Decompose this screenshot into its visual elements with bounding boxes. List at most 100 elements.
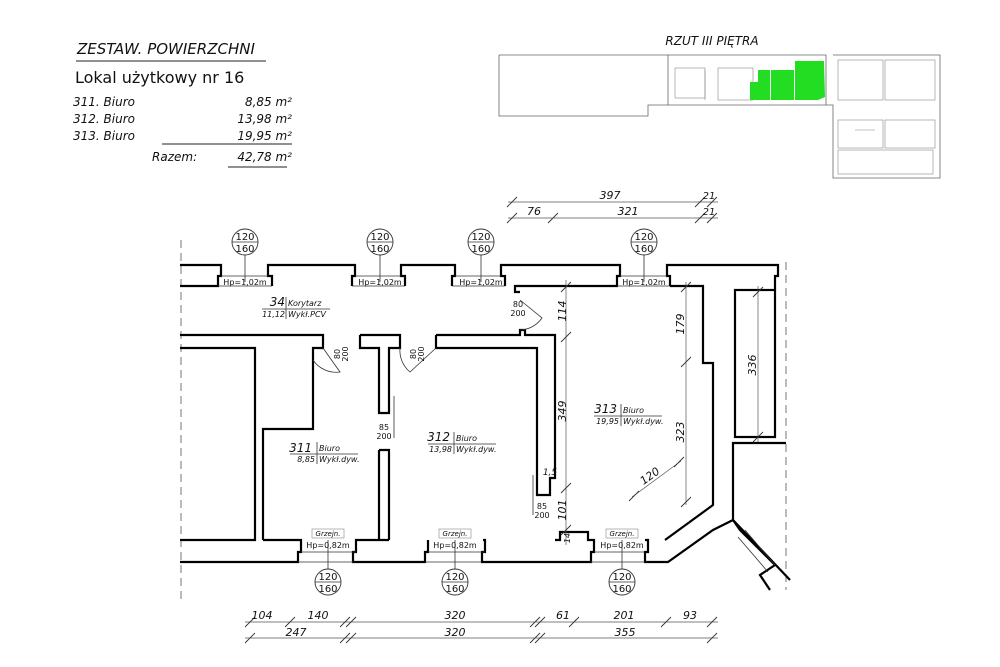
drawing-text: 120 [612, 572, 631, 583]
drawing-text: 313 [594, 402, 617, 416]
drawing-text: Biuro [623, 406, 644, 415]
summary-room-label: 313. Biuro [73, 129, 135, 143]
drawing-text: 160 [318, 584, 337, 595]
dim-tick [673, 456, 685, 468]
radiator-label: Grzejn. [443, 530, 468, 538]
drawing-text: 311 [289, 441, 312, 455]
drawing-text: 34 [270, 295, 285, 309]
drawing-text: 8,85 [297, 455, 315, 464]
dim-label: 320 [445, 626, 466, 639]
drawing-text: 80 [333, 349, 342, 359]
drawing-text: 312 [427, 430, 450, 444]
sill-height: Hp=0,82m [433, 541, 477, 550]
dim-label: 247 [286, 626, 307, 639]
dim-tick [547, 212, 559, 224]
dim-tick [660, 616, 672, 628]
dim-tick [680, 496, 692, 508]
drawing-text: 160 [370, 244, 389, 255]
highlighted-unit [750, 61, 825, 100]
dim-label: 101 [556, 500, 569, 521]
radiator-label: Grzejn. [316, 530, 341, 538]
drawing-text: 80 [409, 349, 418, 359]
dim-label: 14 [563, 533, 572, 543]
dim-label: 397 [600, 189, 621, 202]
total-label: Razem: [152, 150, 197, 164]
sill-height: Hp=1,02m [459, 278, 503, 287]
drawing-text: 200 [534, 511, 549, 520]
summary-room-area: 8,85 m² [245, 95, 292, 109]
dim-tick [752, 286, 764, 298]
dim-tick [534, 616, 546, 628]
dim-tick [694, 196, 706, 208]
window-tags: 120160Hp=1,02m120160Hp=1,02m120160Hp=1,0… [223, 228, 666, 596]
drawing-text: 120 [318, 572, 337, 583]
plan-walls [180, 240, 791, 600]
dim-label: 21 [703, 191, 716, 202]
drawing-text: 120 [445, 572, 464, 583]
summary-room-area: 19,95 m² [237, 129, 292, 143]
dim-tick [694, 212, 706, 224]
dim-tick [706, 196, 718, 208]
dim-tick [706, 616, 718, 628]
sill-height: Hp=1,02m [622, 278, 666, 287]
dim-tick [534, 632, 546, 644]
dim-tick [284, 616, 296, 628]
drawing-text: Biuro [319, 444, 340, 453]
sill-height: Hp=1,02m [358, 278, 402, 287]
key-plan-title: RZUT III PIĘTRA [665, 34, 758, 48]
summary-room-label: 311. Biuro [73, 95, 135, 109]
drawing-text: 200 [510, 309, 525, 318]
unit-title: Lokal użytkowy nr 16 [75, 68, 244, 87]
dim-tick [568, 616, 580, 628]
door-tag: 80 200 [333, 346, 350, 361]
dim-label: 321 [618, 205, 639, 218]
drawing-text: Wykł.dyw. [623, 417, 664, 426]
radiator-label: Grzejn. [610, 530, 635, 538]
drawing-text: 200 [417, 346, 426, 361]
room-label-311: 311 Biuro 8,85 Wykł.dyw. [289, 441, 360, 464]
dim-tick [560, 331, 572, 343]
dim-tick [345, 616, 357, 628]
dim-tick [680, 356, 692, 368]
drawing-text: 200 [376, 432, 391, 441]
dim-tick [560, 524, 572, 536]
drawing-text: Korytarz [288, 299, 322, 308]
dim-label: 320 [445, 609, 466, 622]
dim-label: 1,5 [543, 468, 558, 478]
sill-height: Hp=0,82m [306, 541, 350, 550]
drawing-text: 160 [612, 584, 631, 595]
room-label-312: 312 Biuro 13,98 Wykł.dyw. [427, 430, 497, 454]
door-tags: 80 200 80 200 80 200 85 200 85 200 [333, 300, 550, 520]
dim-tick [529, 616, 541, 628]
drawing-text: 120 [370, 232, 389, 243]
room-label-313: 313 Biuro 19,95 Wykł.dyw. [594, 402, 664, 426]
drawing-text: 19,95 [596, 417, 619, 426]
drawing-text: 120 [471, 232, 490, 243]
key-plan: RZUT III PIĘTRA [498, 34, 941, 179]
dimensions: 397 21 76 321 21 104 140 320 61 201 93 2… [244, 189, 764, 644]
total-value: 42,78 m² [237, 150, 292, 164]
drawing-text: 160 [471, 244, 490, 255]
drawing-text: 85 [537, 502, 547, 511]
drawing-text: 120 [634, 232, 653, 243]
room-label-34: 34 Korytarz 11,12 Wykł.PCV [262, 295, 330, 319]
dim-tick [560, 281, 572, 293]
drawing-text: 160 [445, 584, 464, 595]
dim-label: 21 [703, 207, 716, 218]
dim-tick [339, 616, 351, 628]
dim-tick [560, 482, 572, 494]
dim-tick [680, 281, 692, 293]
dim-tick [506, 212, 518, 224]
sill-height: Hp=1,02m [223, 278, 267, 287]
drawing-text: 160 [235, 244, 254, 255]
drawing-text: 120 [235, 232, 254, 243]
key-plan-rooms [674, 59, 936, 175]
summary-room-label: 312. Biuro [73, 112, 135, 126]
dim-label: 120 [638, 465, 663, 488]
summary-room-area: 13,98 m² [237, 112, 292, 126]
